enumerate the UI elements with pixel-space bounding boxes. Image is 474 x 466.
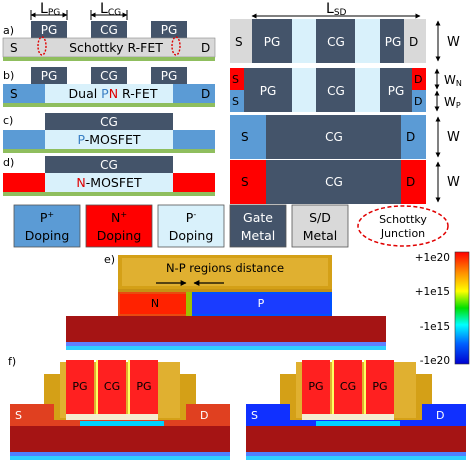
r3-source: S: [241, 130, 249, 144]
r2-wp: WP: [444, 95, 461, 110]
legend-schottky-ellipse: [357, 205, 449, 247]
a-cg: CG: [100, 23, 118, 37]
b-pg-right: PG: [161, 69, 178, 83]
r2-source-bottom: S: [232, 95, 239, 108]
legend-n-plus-line2: Doping: [97, 228, 142, 243]
d-cg: CG: [100, 158, 118, 172]
row-b-label: b): [3, 69, 14, 82]
r1-drain: D: [409, 35, 418, 49]
legend-sd-line2: Metal: [303, 228, 338, 243]
d-title: N-MOSFET: [76, 175, 142, 190]
f-right-source: S: [251, 409, 258, 422]
legend-schottky-line2: Junction: [380, 227, 425, 240]
simulation-f-left: [10, 360, 230, 460]
device-a: [2, 21, 216, 61]
f-left-pg-2: PG: [136, 380, 151, 393]
device-c: [3, 113, 215, 153]
r4-source: S: [241, 175, 249, 189]
a-pg-right: PG: [161, 23, 178, 37]
layout-3: [230, 115, 426, 159]
legend-sd-line1: S/D: [309, 210, 331, 225]
r1-pg-right: PG: [385, 35, 402, 49]
f-right-pg-2: PG: [372, 380, 387, 393]
a-drain: D: [201, 41, 210, 55]
l-pg-label: LPG: [40, 1, 60, 18]
r1-source: S: [235, 35, 243, 49]
left-dimension-lines: [30, 10, 128, 20]
b-pg-left: PG: [41, 69, 58, 83]
device-b: [3, 67, 215, 107]
legend: [13, 204, 449, 248]
r2-pg-right: PG: [388, 84, 405, 98]
colorbar-tick-3: -1e15: [420, 321, 450, 333]
l-cg-label: LCG: [100, 1, 121, 18]
row-a-label: a): [3, 24, 14, 37]
r1-w: W: [447, 35, 460, 50]
panel-e-p-label: P: [258, 297, 265, 310]
r4-w: W: [447, 175, 460, 190]
b-source: S: [10, 87, 18, 101]
a-title: Schottky R-FET: [69, 40, 163, 55]
simulation-f-right: [246, 360, 466, 460]
legend-schottky-line1: Schottky: [379, 213, 427, 226]
b-cg: CG: [100, 69, 118, 83]
legend-gate-line1: Gate: [243, 210, 273, 225]
panel-e-n-label: N: [151, 297, 159, 310]
np-distance-label: N-P regions distance: [166, 261, 284, 275]
f-left-source: S: [15, 409, 22, 422]
r2-wn: WN: [444, 73, 462, 88]
r1-cg: CG: [327, 35, 345, 49]
c-title: P-MOSFET: [77, 132, 140, 147]
r2-cg: CG: [327, 84, 345, 98]
legend-p-minus-line1: P-: [186, 210, 197, 225]
layout-2: [230, 68, 426, 112]
r2-drain-bottom: D: [414, 95, 422, 108]
f-right-cg: CG: [340, 380, 356, 393]
b-title: Dual PN R-FET: [69, 86, 158, 101]
r4-drain: D: [406, 175, 415, 189]
row-c-label: c): [3, 114, 13, 127]
legend-n-plus-swatch: [85, 204, 153, 248]
colorbar-tick-1: +1e20: [415, 252, 450, 264]
legend-p-plus-line2: Doping: [25, 228, 70, 243]
legend-p-plus-swatch: [13, 204, 81, 248]
f-left-drain: D: [200, 409, 208, 422]
legend-p-minus-line2: Doping: [169, 228, 214, 243]
simulation-e: [66, 255, 386, 350]
r3-drain: D: [406, 130, 415, 144]
colorbar-tick-2: +1e15: [415, 286, 450, 298]
l-sd-label: LSD: [326, 1, 347, 18]
device-d: [3, 156, 215, 196]
row-d-label: d): [3, 156, 14, 169]
r4-cg: CG: [325, 175, 343, 189]
layout-1: [230, 19, 426, 63]
b-drain: D: [201, 87, 210, 101]
panel-e-label: e): [104, 253, 115, 266]
f-left-pg-1: PG: [72, 380, 87, 393]
f-left-cg: CG: [104, 380, 120, 393]
legend-gate-line2: Metal: [241, 228, 276, 243]
r2-drain-top: D: [414, 73, 422, 86]
r3-w: W: [447, 130, 460, 145]
legend-gate-swatch: [229, 204, 287, 248]
a-pg-left: PG: [41, 23, 58, 37]
a-source: S: [10, 41, 18, 55]
c-cg: CG: [100, 115, 118, 129]
r2-pg-left: PG: [260, 84, 277, 98]
panel-f-label: f): [8, 355, 16, 368]
colorbar: [454, 251, 470, 365]
legend-p-minus-swatch: [157, 204, 225, 248]
legend-n-plus-line1: N+: [111, 210, 127, 225]
layout-4: [230, 160, 426, 204]
r2-source-top: S: [232, 73, 239, 86]
f-right-drain: D: [436, 409, 444, 422]
r3-cg: CG: [325, 130, 343, 144]
legend-p-plus-line1: P+: [40, 210, 54, 225]
legend-sd-swatch: [291, 204, 349, 248]
colorbar-tick-4: -1e20: [420, 355, 450, 367]
f-right-pg-1: PG: [308, 380, 323, 393]
r1-pg-left: PG: [264, 35, 281, 49]
